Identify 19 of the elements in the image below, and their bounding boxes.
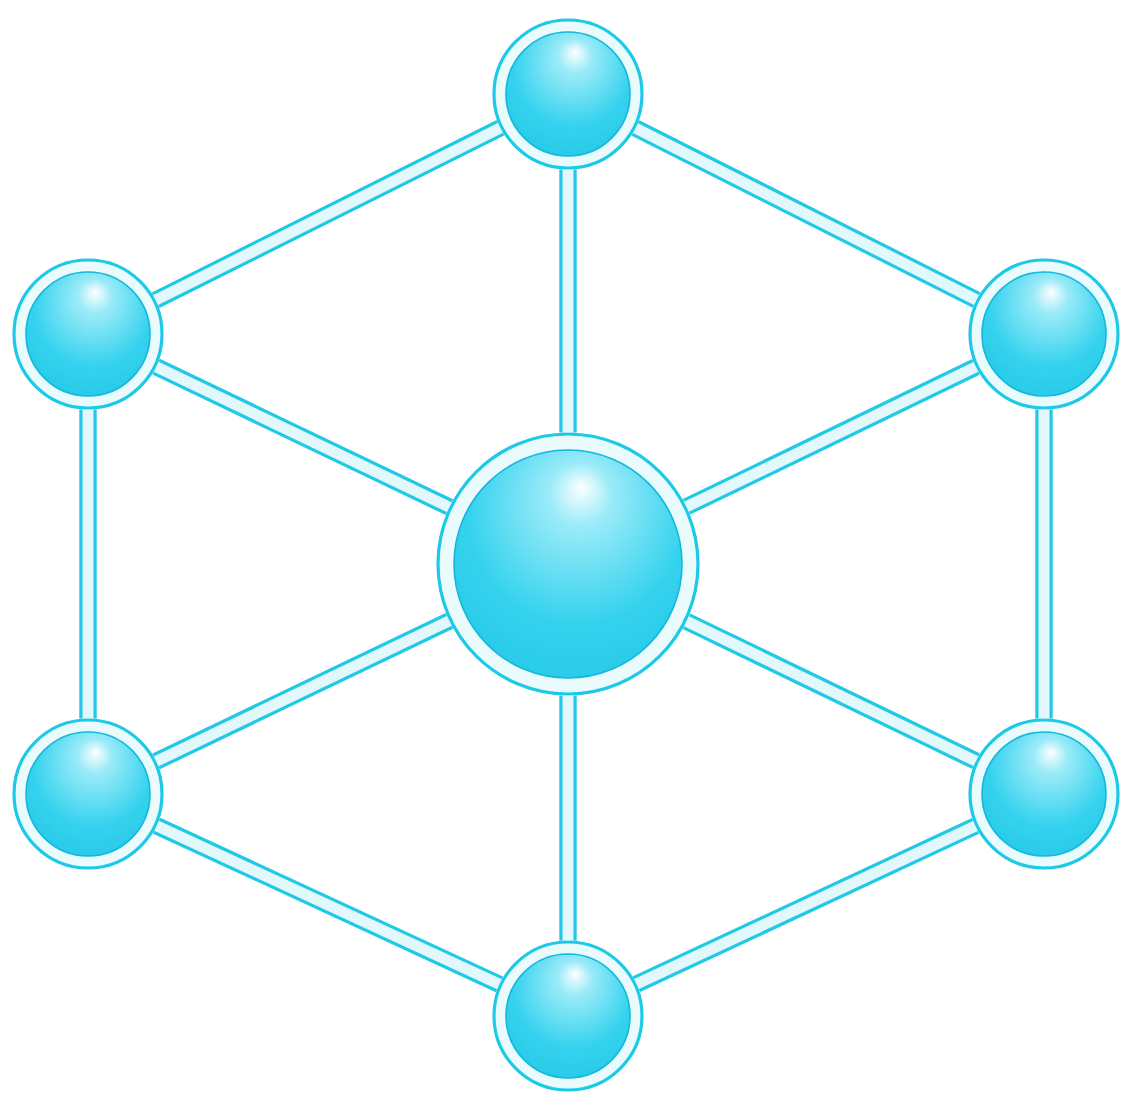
connector-line <box>559 695 577 941</box>
connector-line <box>682 613 980 769</box>
connector-line <box>631 120 981 308</box>
connector-line <box>559 169 577 433</box>
sphere-node <box>12 258 164 410</box>
sphere-node <box>12 718 164 870</box>
sphere-node <box>968 258 1120 410</box>
connector-line <box>152 613 454 770</box>
connector-line <box>632 818 980 992</box>
connector-line <box>1035 409 1053 719</box>
sphere-node <box>968 718 1120 870</box>
connector-line <box>79 409 97 719</box>
connector-line <box>152 358 454 515</box>
connector-line <box>682 359 980 515</box>
connector-line <box>151 120 505 308</box>
sphere-node <box>492 940 644 1092</box>
sphere-node <box>492 18 644 170</box>
sphere-node <box>436 432 700 696</box>
connector-line <box>152 817 504 993</box>
